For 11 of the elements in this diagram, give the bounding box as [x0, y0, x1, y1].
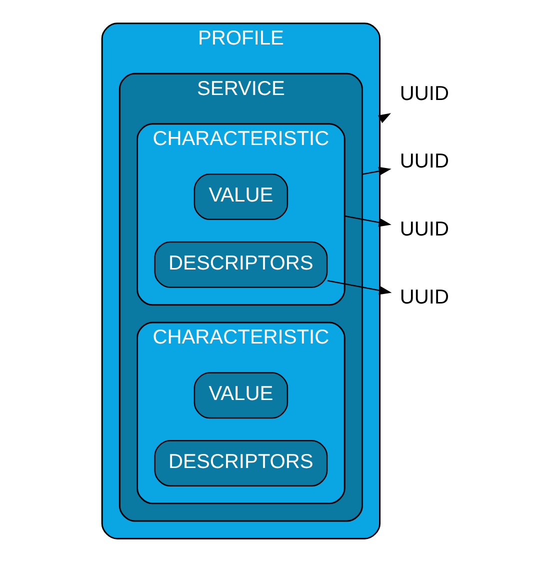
node-box: VALUE: [193, 174, 288, 220]
node-box: DESCRIPTORS: [154, 440, 328, 486]
arrow: [344, 215, 391, 227]
node-box: DESCRIPTORS: [154, 241, 328, 288]
node-text: UUID: [399, 218, 448, 241]
node-text: UUID: [399, 150, 448, 173]
arrow: [362, 166, 391, 176]
node-box: VALUE: [193, 372, 288, 419]
arrow: [326, 280, 392, 295]
node-text: UUID: [399, 82, 448, 105]
node-text: UUID: [399, 286, 448, 308]
